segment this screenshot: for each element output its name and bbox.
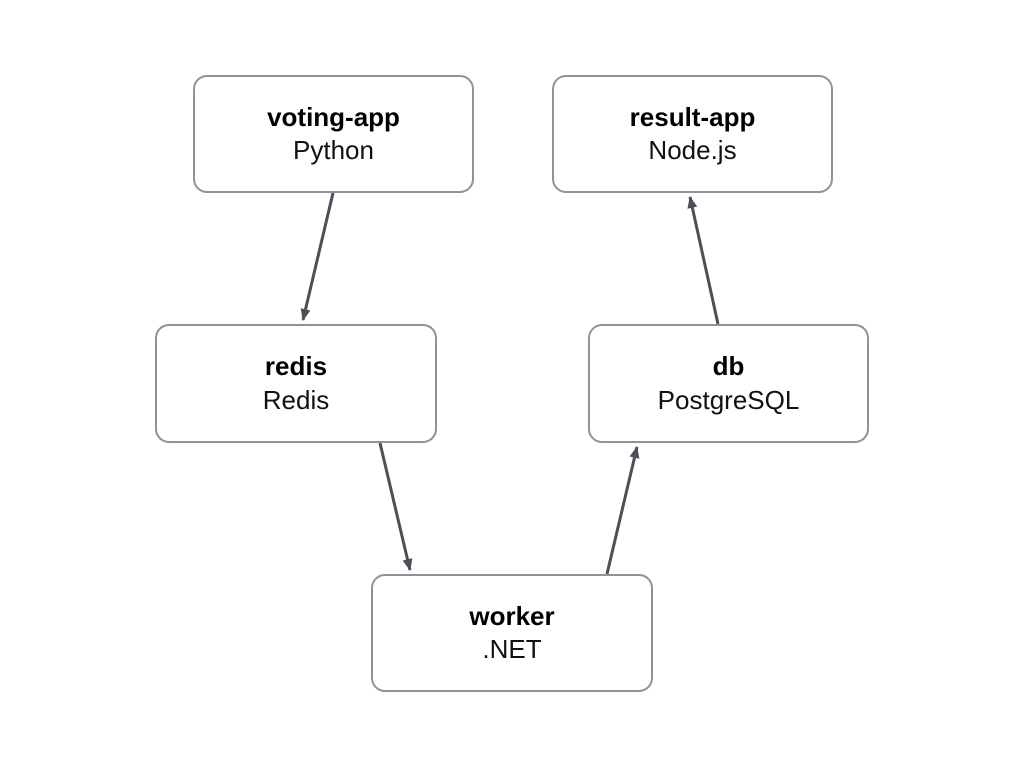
node-title: redis: [264, 351, 328, 382]
node-voting-app: voting-app Python: [193, 75, 474, 193]
node-title: result-app: [629, 101, 756, 132]
node-redis: redis Redis: [155, 324, 437, 443]
node-subtitle: PostgreSQL: [657, 384, 800, 415]
node-db: db PostgreSQL: [588, 324, 869, 443]
edge-db-to-result-app: [687, 196, 720, 325]
node-title: voting-app: [267, 101, 400, 132]
node-title: db: [712, 351, 745, 382]
node-subtitle: .NET: [482, 634, 542, 664]
node-result-app: result-app Node.js: [552, 75, 833, 193]
edge-redis-to-worker: [378, 442, 413, 571]
node-worker: worker .NET: [371, 574, 653, 692]
node-subtitle: Redis: [262, 384, 330, 415]
node-subtitle: Python: [293, 135, 374, 165]
node-title: worker: [469, 600, 555, 631]
node-subtitle: Node.js: [648, 135, 737, 165]
edge-voting-app-to-redis: [300, 192, 335, 321]
edge-worker-to-db: [605, 446, 640, 575]
